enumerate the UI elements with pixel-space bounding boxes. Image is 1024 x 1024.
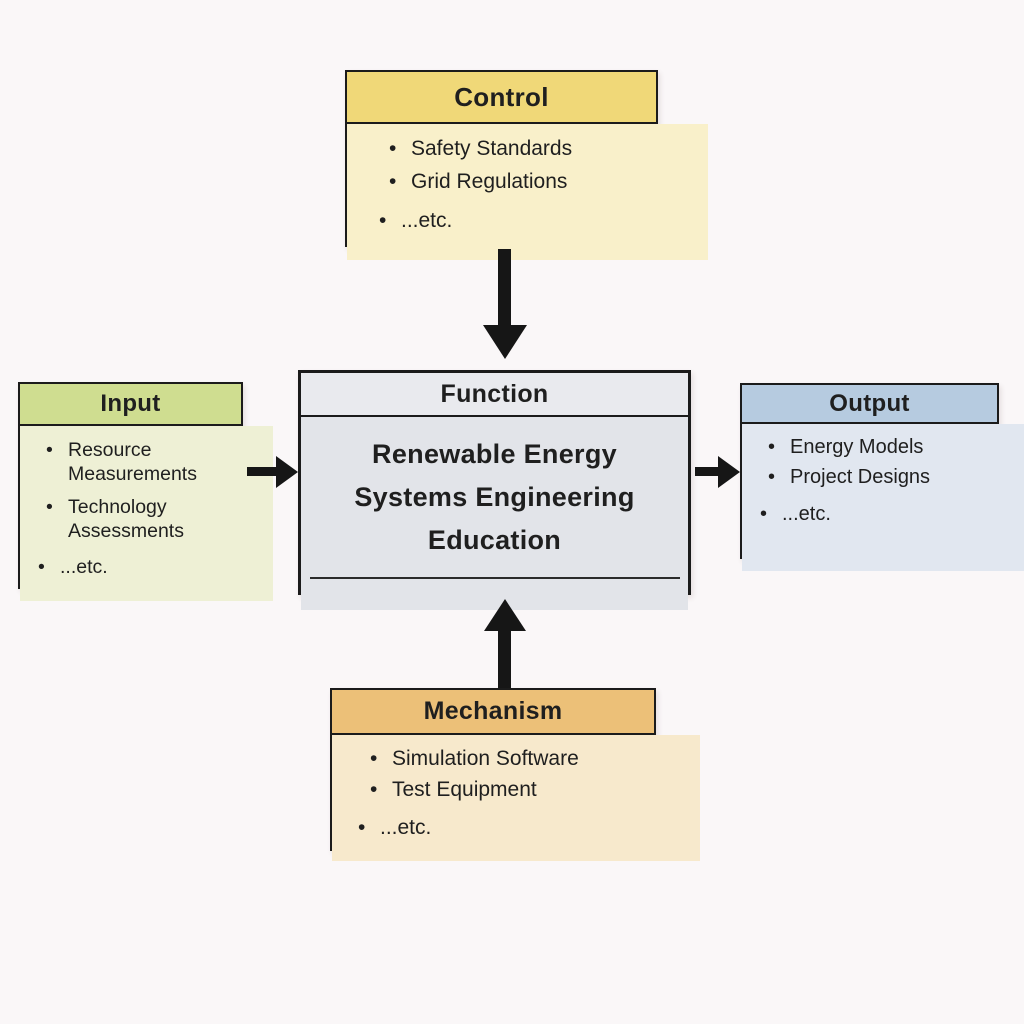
arrow-shaft — [498, 249, 511, 326]
output-item: • Project Designs — [768, 466, 1023, 489]
output-box-header: Output — [742, 385, 997, 424]
bullet-icon: • — [389, 170, 397, 193]
mechanism-item-label: Test Equipment — [392, 778, 537, 801]
arrow-head-right-icon — [718, 456, 740, 488]
function-underline — [310, 577, 680, 579]
mechanism-etc-label: ...etc. — [380, 816, 432, 839]
arrow-head-right-icon — [276, 456, 298, 488]
mechanism-box-header: Mechanism — [332, 690, 654, 735]
function-box-body: Renewable Energy Systems Engineering Edu… — [301, 417, 688, 610]
control-to-function-arrow — [483, 249, 527, 359]
bullet-icon: • — [46, 496, 53, 518]
arrow-head-down-icon — [483, 325, 527, 359]
bullet-icon: • — [38, 556, 45, 578]
function-text-line: Systems Engineering — [354, 482, 635, 512]
control-item-label: Safety Standards — [411, 137, 573, 160]
bullet-icon: • — [46, 439, 53, 461]
bullet-icon: • — [379, 209, 387, 232]
arrow-head-up-icon — [484, 599, 526, 631]
input-box-body: • Resource Measurements • Technology Ass… — [20, 426, 273, 601]
output-item: • Energy Models — [768, 436, 1023, 459]
function-box-title: Function — [440, 379, 549, 408]
bullet-icon: • — [358, 816, 366, 839]
control-item: • Grid Regulations — [389, 170, 698, 194]
input-to-function-arrow — [247, 456, 298, 488]
bullet-icon: • — [760, 503, 768, 525]
bullet-icon: • — [768, 466, 776, 488]
bullet-icon: • — [370, 747, 378, 770]
function-to-output-arrow — [695, 456, 740, 488]
output-box-title: Output — [829, 389, 910, 417]
input-item-label: Resource Measurements — [68, 439, 197, 485]
mechanism-box-title: Mechanism — [423, 697, 563, 725]
output-item-label: Project Designs — [790, 466, 931, 488]
control-item-label: Grid Regulations — [411, 170, 568, 193]
mechanism-etc-item: • ...etc. — [358, 816, 692, 840]
mechanism-item: • Simulation Software — [370, 747, 692, 771]
control-box-body: • Safety Standards • Grid Regulations • … — [347, 124, 708, 260]
output-box-body: • Energy Models • Project Designs • ...e… — [742, 424, 1024, 571]
control-box: Control • Safety Standards • Grid Regula… — [345, 70, 708, 260]
function-text-line: Education — [427, 525, 562, 555]
control-etc-label: ...etc. — [401, 209, 453, 232]
mechanism-item-label: Simulation Software — [392, 747, 579, 770]
input-etc-item: • ...etc. — [38, 555, 267, 579]
mechanism-item: • Test Equipment — [370, 778, 692, 802]
arrow-shaft — [247, 467, 277, 476]
output-etc-label: ...etc. — [782, 503, 831, 525]
arrow-shaft — [695, 467, 719, 476]
function-box-header: Function — [301, 373, 688, 417]
control-box-title: Control — [454, 81, 549, 112]
output-item-label: Energy Models — [790, 436, 924, 458]
control-etc-item: • ...etc. — [379, 209, 698, 233]
input-box-header: Input — [20, 384, 241, 426]
function-box: Function Renewable Energy Systems Engine… — [298, 370, 691, 610]
bullet-icon: • — [370, 778, 378, 801]
output-box: Output • Energy Models • Project Designs… — [740, 383, 1024, 571]
mechanism-box: Mechanism • Simulation Software • Test E… — [330, 688, 700, 861]
output-etc-item: • ...etc. — [760, 503, 1023, 526]
control-box-header: Control — [347, 72, 656, 124]
input-etc-label: ...etc. — [60, 556, 108, 578]
input-box-title: Input — [100, 390, 161, 417]
input-box: Input • Resource Measurements • Technolo… — [18, 382, 273, 601]
function-text-line: Renewable Energy — [372, 439, 617, 469]
input-item: • Technology Assessments — [46, 495, 267, 543]
mechanism-to-function-arrow — [483, 599, 527, 688]
input-item-label: Technology Assessments — [68, 496, 184, 542]
control-item: • Safety Standards — [389, 137, 698, 161]
bullet-icon: • — [389, 137, 397, 160]
bullet-icon: • — [768, 436, 776, 458]
input-item: • Resource Measurements — [46, 438, 267, 486]
mechanism-box-body: • Simulation Software • Test Equipment •… — [332, 735, 700, 861]
arrow-shaft — [498, 630, 511, 688]
